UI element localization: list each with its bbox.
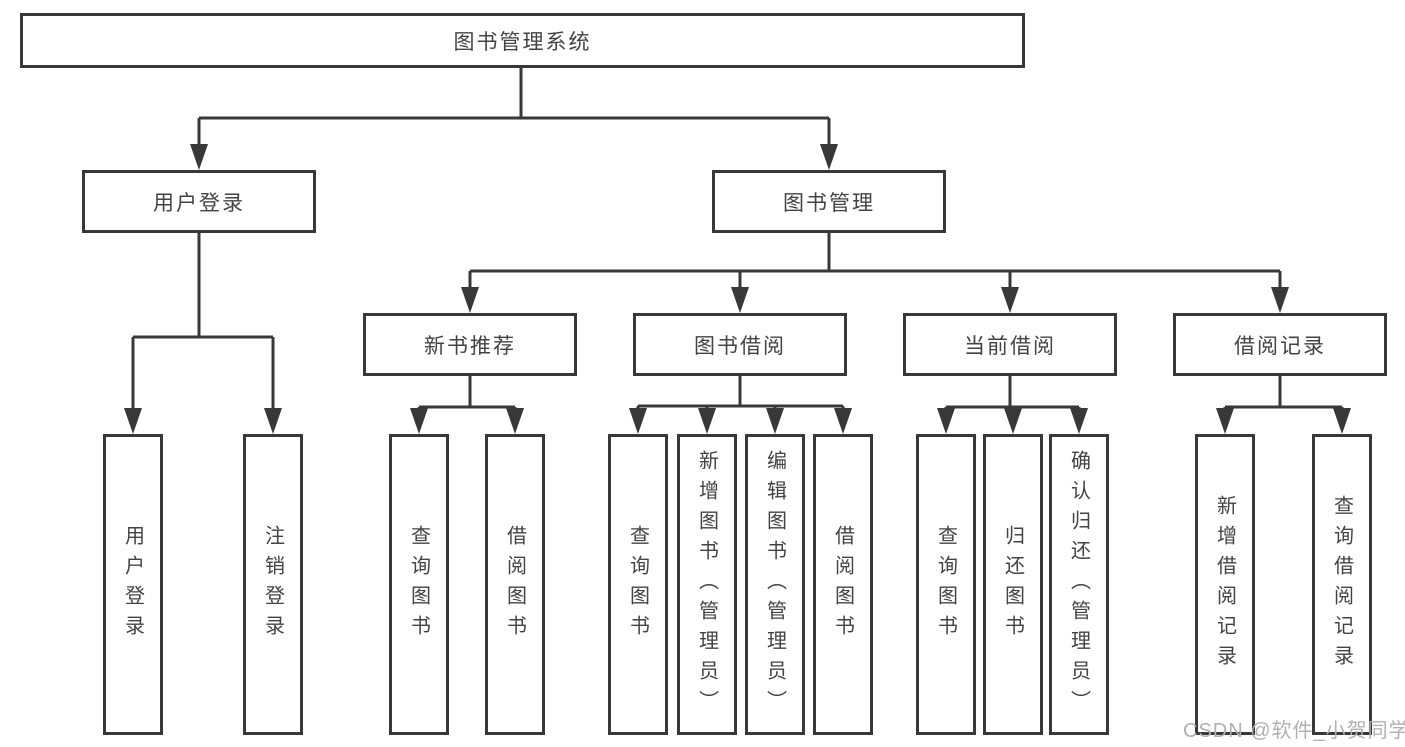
leaf-query-books-borrowing: 查询图书	[608, 434, 668, 735]
node-borrowing-records: 借阅记录	[1173, 313, 1387, 376]
node-current-borrowing: 当前借阅	[903, 313, 1117, 376]
leaf-confirm-return-admin: 确认归还（管理员）	[1049, 434, 1109, 735]
leaf-return-book: 归还图书	[983, 434, 1043, 735]
node-book-management: 图书管理	[712, 170, 946, 233]
node-book-borrowing: 图书借阅	[633, 313, 847, 376]
leaf-query-books-current: 查询图书	[916, 434, 976, 735]
leaf-query-books-recommend: 查询图书	[389, 434, 449, 735]
watermark: CSDN @软件_小贺同学	[1183, 720, 1405, 742]
node-user-login: 用户登录	[82, 170, 316, 233]
connector-arrowheads	[124, 144, 1351, 434]
leaf-logout: 注销登录	[243, 434, 303, 735]
node-root: 图书管理系统	[20, 13, 1025, 68]
leaf-edit-book-admin: 编辑图书（管理员）	[745, 434, 805, 735]
leaf-query-borrow-record: 查询借阅记录	[1312, 434, 1372, 735]
leaf-user-login: 用户登录	[103, 434, 163, 735]
node-new-book-recommend: 新书推荐	[363, 313, 577, 376]
leaf-borrow-books-recommend: 借阅图书	[485, 434, 545, 735]
leaf-add-borrow-record: 新增借阅记录	[1195, 434, 1255, 735]
leaf-add-book-admin: 新增图书（管理员）	[677, 434, 737, 735]
leaf-borrow-books-borrowing: 借阅图书	[813, 434, 873, 735]
